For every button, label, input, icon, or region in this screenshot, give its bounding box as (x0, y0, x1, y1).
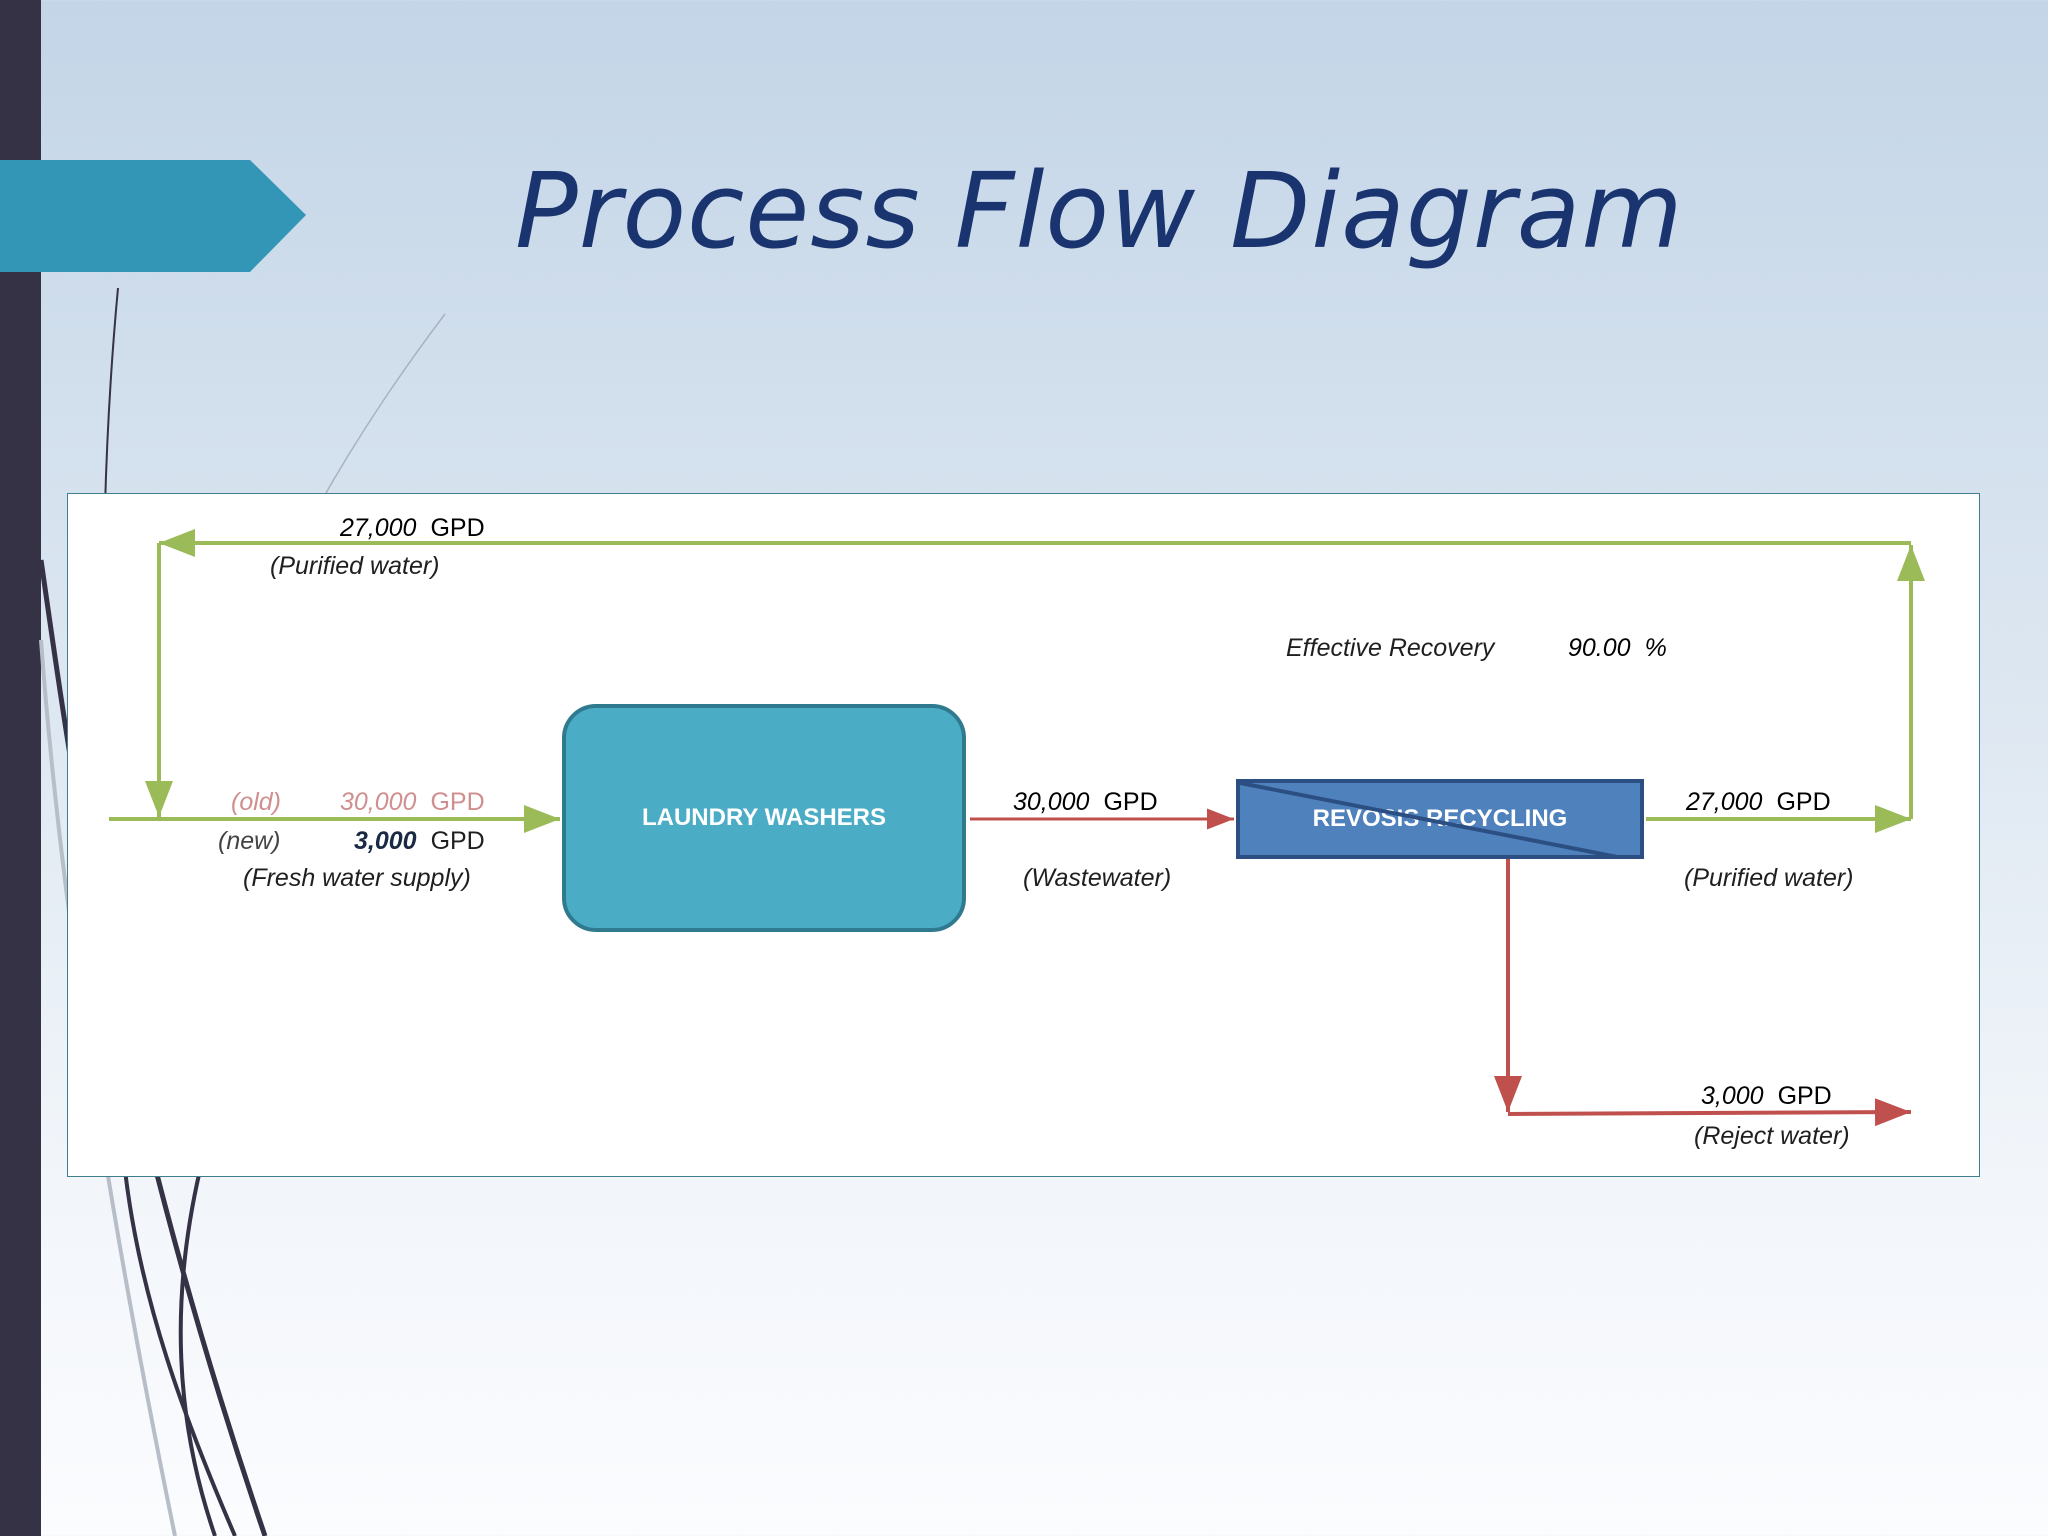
recycling-diagonal-line (1240, 783, 1618, 855)
flow-lines (109, 529, 1925, 1127)
revosis-recycling-label: REVOSIS RECYCLING (1312, 805, 1568, 832)
laundry-washers-node: LAUNDRY WASHERS (562, 704, 966, 932)
wastewater-caption: (Wastewater) (1023, 864, 1172, 892)
deco-line-5 (123, 1169, 237, 1536)
purified-output-caption: (Purified water) (1684, 864, 1854, 892)
recycle-loop-caption: (Purified water) (270, 552, 440, 580)
reject-right-line (1507, 1098, 1912, 1127)
fresh-supply-caption: (Fresh water supply) (243, 864, 471, 892)
effective-recovery-value: 90.00% (1568, 634, 1667, 662)
fresh-old-label: (old) (231, 788, 282, 816)
effective-recovery-label: Effective Recovery (1286, 634, 1495, 662)
revosis-recycling-node: REVOSIS RECYCLING (1236, 779, 1644, 859)
slide-title: Process Flow Diagram (515, 150, 1684, 272)
fresh-new-label: (new) (218, 827, 281, 855)
deco-line-6 (178, 1169, 217, 1536)
laundry-washers-label: LAUNDRY WASHERS (641, 804, 887, 831)
title-accent-arrow (0, 160, 306, 272)
reject-water-caption: (Reject water) (1694, 1122, 1850, 1150)
